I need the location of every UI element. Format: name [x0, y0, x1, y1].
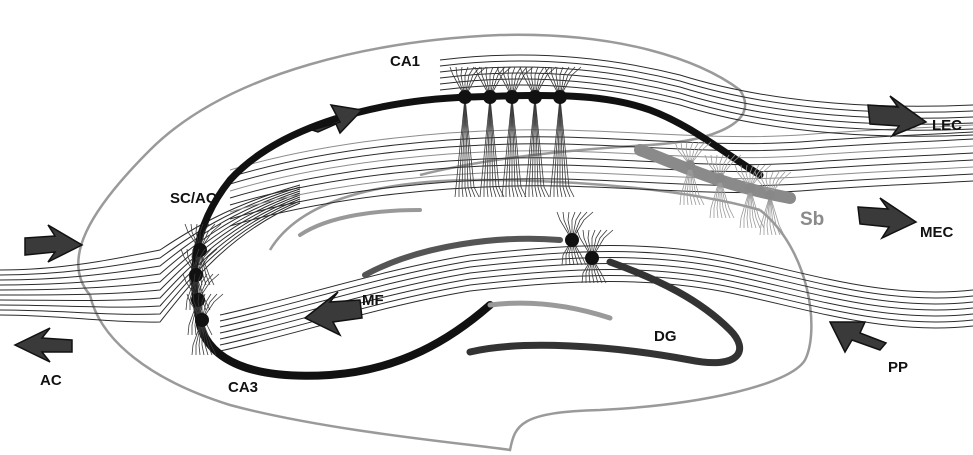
arrowhead-icon — [858, 198, 916, 238]
arrowhead-icon — [25, 225, 82, 262]
arrow-entry-left — [25, 225, 82, 262]
label-sc-ac: SC/AC — [170, 190, 217, 207]
pyramidal-neuron-icon — [755, 172, 791, 235]
label-ac: AC — [40, 372, 62, 389]
pyramidal-neuron-icon — [497, 67, 533, 197]
fiber — [230, 153, 973, 198]
arrowhead-icon — [15, 328, 72, 362]
dentate-gyrus-lower — [470, 262, 740, 363]
label-mec: MEC — [920, 224, 954, 241]
fiber — [230, 132, 973, 177]
dentate-gyrus-hilus — [300, 210, 420, 235]
label-ca1: CA1 — [390, 53, 420, 70]
label-ca3: CA3 — [228, 379, 258, 396]
label-lec: LEC — [932, 117, 962, 134]
dentate-gyrus-upper — [365, 239, 560, 275]
fiber — [230, 167, 973, 212]
fiber — [230, 139, 973, 184]
arrow-pp — [830, 322, 886, 352]
label-pp: PP — [888, 359, 908, 376]
label-dg: DG — [654, 328, 677, 345]
arrowhead-icon — [830, 322, 886, 352]
label-sb: Sb — [800, 209, 824, 230]
pyramidal-neuron-icon — [520, 67, 556, 197]
arrow-ac-out — [15, 328, 72, 362]
label-mf: MF — [362, 292, 384, 309]
arrow-mec — [858, 198, 916, 238]
dentate-gyrus-faint — [490, 303, 610, 318]
